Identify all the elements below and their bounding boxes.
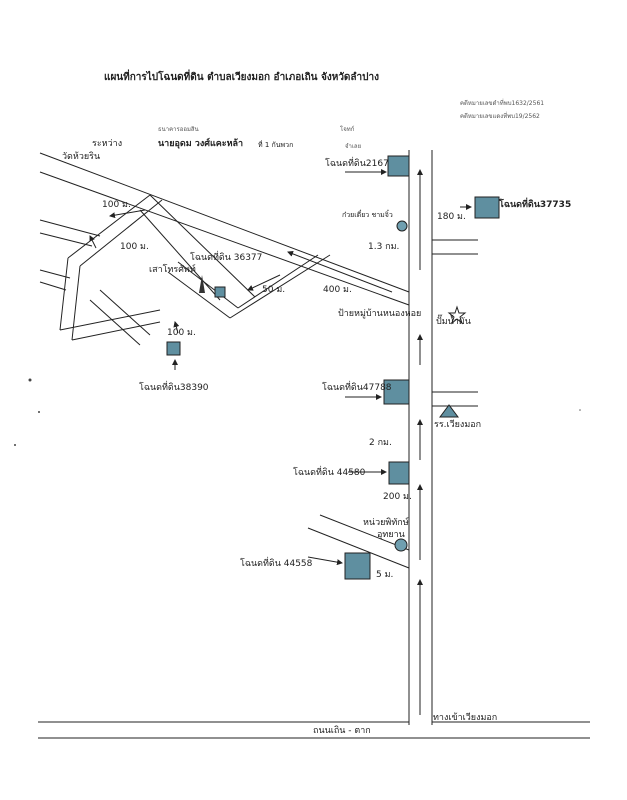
- diagonal-road-top: [39, 152, 410, 293]
- parcel-37735-label: โฉนดที่ดิน37735: [499, 200, 572, 210]
- distance-100m-top: 100 ม.: [102, 200, 131, 210]
- entrance-label: ทางเข้าเวียงมอก: [433, 713, 498, 723]
- black-case-number: คดีหมายเลขดำที่พบ1632/2561: [460, 100, 545, 107]
- defendant-name: นายอุดม วงศ์แคะหล้า: [158, 139, 244, 149]
- plaintiff-label: โจทก์: [340, 126, 355, 133]
- red-case-number: คดีหมายเลขแดงที่พบ19/2562: [460, 113, 540, 120]
- map-title: แผนที่การไปโฉนดที่ดิน ตำบลเวียงมอก อำเภอ…: [104, 72, 380, 83]
- phone-pole-label: เสาโทรศัพท์: [149, 265, 196, 275]
- parcel-2167-label: โฉนดที่ดิน2167: [325, 159, 389, 169]
- parcel-38390-label: โฉนดที่ดิน38390: [139, 383, 209, 393]
- parcel-37735-marker: [474, 196, 500, 219]
- parcel-36377-label: โฉนดที่ดิน 36377: [190, 253, 263, 263]
- distance-5m: 5 ม.: [376, 570, 394, 580]
- defendant-label: จำเลย: [345, 143, 362, 150]
- noodle-shop-label: ก๋วยเตี๋ยว ชามจิ๋ว: [342, 211, 393, 219]
- parcel-47788-label: โฉนดที่ดิน47788: [322, 383, 392, 393]
- distance-1-3km: 1.3 กม.: [368, 242, 400, 252]
- distance-400m: 400 ม.: [323, 285, 352, 295]
- distance-100m-mid: 100 ม.: [120, 242, 149, 252]
- distance-200m: 200 ม.: [383, 492, 412, 502]
- parcel-44580-marker: [388, 461, 410, 485]
- unit-label: หน่วยพิทักษ์: [363, 518, 409, 528]
- gas-pump-label: ปั๊มน้ำมัน: [436, 317, 471, 327]
- parcel-38390-marker: [166, 341, 181, 356]
- noodle-shop-marker: [396, 220, 408, 232]
- temple-label: วัดห้วยริน: [62, 152, 101, 162]
- parcel-47788-marker: [383, 379, 410, 405]
- school-marker: [439, 404, 459, 418]
- diagonal-road-bottom: [39, 171, 410, 306]
- distance-2km: 2 กม.: [369, 438, 392, 448]
- distance-100m-low: 100 ม.: [167, 328, 196, 338]
- between-label: ระหว่าง: [92, 139, 123, 149]
- parcel-44558-label: โฉนดที่ดิน 44558: [240, 559, 313, 569]
- gas-pump-star: [447, 305, 467, 325]
- park-label: อุทยาน: [377, 530, 405, 540]
- plaintiff-name: ธนาคารออมสิน: [158, 126, 199, 133]
- parcel-2167-marker: [387, 155, 410, 177]
- parcel-44558-marker: [344, 552, 371, 580]
- parcel-44580-label: โฉนดที่ดิน 44580: [293, 468, 366, 478]
- date-text: ที่ 1 กันพวก: [258, 141, 294, 149]
- village-sign-label: ป้ายหมู่บ้านหนองหอย: [338, 309, 422, 319]
- highway-label: ถนนเถิน - ตาก: [313, 726, 371, 736]
- school-label: รร.เวียงมอก: [434, 420, 482, 430]
- distance-50m: 50 ม.: [262, 285, 286, 295]
- phone-pole-marker: [199, 275, 205, 293]
- distance-180m: 180 ม.: [437, 212, 466, 222]
- unit-marker: [394, 538, 408, 552]
- parcel-36377-marker: [214, 286, 226, 298]
